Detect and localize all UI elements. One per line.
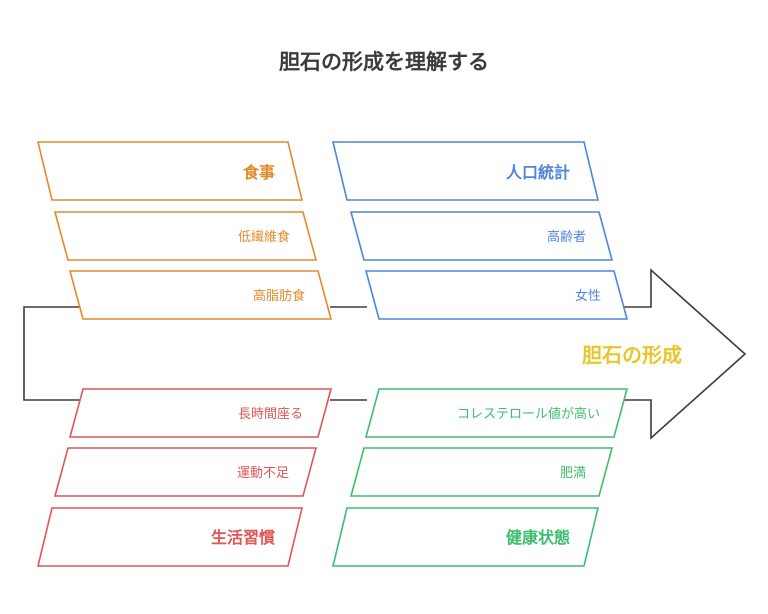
health-cause-1: コレステロール値が高い xyxy=(457,406,600,422)
demographics-cause-box xyxy=(364,270,629,320)
diet-cause-box xyxy=(53,211,318,261)
health-cause-2: 肥満 xyxy=(560,466,586,481)
diet-cause-1: 低繊維食 xyxy=(238,229,290,245)
demographics-cause-2: 女性 xyxy=(575,288,601,304)
lifestyle-cause-box xyxy=(53,447,318,497)
demographics-cause-box xyxy=(349,211,614,261)
diet-cause-box xyxy=(68,270,333,320)
diet-header-label: 食事 xyxy=(242,163,275,182)
spine-arrow xyxy=(23,268,747,440)
demographics-cause-1: 高齢者 xyxy=(547,229,586,245)
effect-label: 胆石の形成 xyxy=(582,343,682,367)
health-header-box xyxy=(331,507,600,567)
lifestyle-cause-box xyxy=(68,388,333,438)
diet-cause-2: 高脂肪食 xyxy=(253,288,305,304)
lifestyle-header-label: 生活習慣 xyxy=(211,528,275,547)
demographics-header-box xyxy=(331,141,600,201)
demographics-header-label: 人口統計 xyxy=(506,163,570,182)
diagram-title: 胆石の形成を理解する xyxy=(279,50,489,74)
health-cause-box xyxy=(349,447,614,497)
lifestyle-header-box xyxy=(36,507,304,567)
health-cause-box xyxy=(364,388,629,438)
health-header-label: 健康状態 xyxy=(506,528,570,547)
diet-header-box xyxy=(36,141,304,201)
lifestyle-cause-2: 運動不足 xyxy=(237,466,289,481)
lifestyle-cause-1: 長時間座る xyxy=(238,407,303,422)
